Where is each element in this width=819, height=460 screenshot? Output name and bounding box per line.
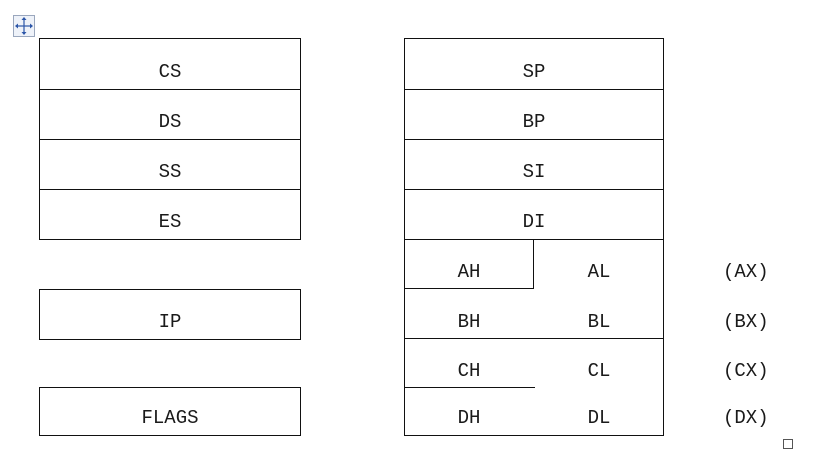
register-si: SI [522, 161, 546, 183]
register-ah: AH [457, 261, 481, 283]
flags-register-box [39, 387, 301, 436]
ip-register-box [39, 289, 301, 340]
pair-label-ax: (AX) [723, 261, 769, 283]
move-arrows-icon [15, 17, 33, 35]
register-bp: BP [522, 111, 546, 133]
pair-label-cx: (CX) [723, 360, 769, 382]
pair-label-dx: (DX) [723, 407, 769, 429]
register-ds: DS [158, 111, 182, 133]
general-register-block [404, 38, 664, 436]
register-ss: SS [158, 161, 182, 183]
register-bl: BL [587, 311, 611, 333]
register-al: AL [587, 261, 611, 283]
register-dh: DH [457, 407, 481, 429]
pair-label-bx: (BX) [723, 311, 769, 333]
register-di: DI [522, 211, 546, 233]
register-dl: DL [587, 407, 611, 429]
register-bh: BH [457, 311, 481, 333]
resize-square-icon[interactable] [783, 439, 793, 449]
register-sp: SP [522, 61, 546, 83]
register-ip: IP [158, 311, 182, 333]
table-move-handle[interactable] [13, 15, 35, 37]
register-es: ES [158, 211, 182, 233]
register-cs: CS [158, 61, 182, 83]
register-cl: CL [587, 360, 611, 382]
register-flags: FLAGS [141, 407, 199, 429]
register-ch: CH [457, 360, 481, 382]
